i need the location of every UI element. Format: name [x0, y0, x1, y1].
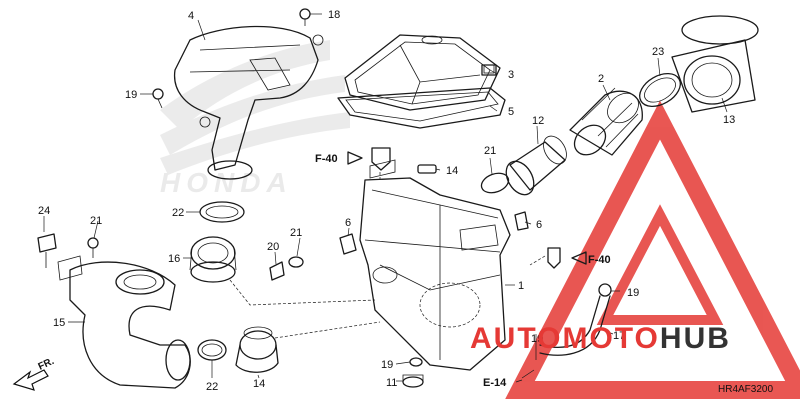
part-band-22: [199, 201, 245, 223]
part-clip-6-right: [514, 211, 529, 231]
watermark-hub: HUB: [660, 322, 731, 355]
part-band-21-upper: [480, 172, 510, 194]
callout-14: 17: [613, 330, 625, 342]
callout-19-left: 19: [125, 89, 137, 101]
honda-background-logo: HONDA: [160, 167, 293, 198]
part-band-21-lower: [197, 339, 227, 361]
part-intake-duct: [57, 255, 191, 389]
reference-labels: F-40 F-40 E-14: [315, 151, 611, 389]
callout-22: 22: [172, 207, 184, 219]
part-air-duct-cover: [173, 25, 324, 180]
watermark-triangle: [505, 100, 800, 399]
part-lid-seal: [337, 87, 506, 129]
part-clip-f40-right: [547, 247, 561, 269]
part-clip-f40: [371, 147, 391, 171]
part-tube-14: [539, 295, 611, 356]
callout-4: 5: [508, 106, 514, 118]
part-grommet-18: [288, 256, 304, 268]
part-bolt-19-top: [299, 8, 311, 26]
diagram-code: HR4AF3200: [718, 384, 773, 395]
callout-10: 14: [446, 165, 458, 177]
part-grommet-24: [37, 233, 57, 268]
part-clip-3: [481, 64, 497, 76]
part-pre-filter: [671, 15, 759, 113]
front-direction-marker: FR.: [12, 356, 56, 391]
callout-5: 4: [188, 10, 194, 22]
part-filter-element: [569, 87, 643, 156]
leader-lines: [43, 13, 728, 382]
svg-text:AUTOMOTOHUB: AUTOMOTOHUB: [470, 322, 731, 355]
part-connecting-tube: [505, 135, 567, 196]
watermark-auto: AUTO: [470, 322, 562, 355]
ref-f40-left: F-40: [315, 153, 338, 165]
callout-7: 11: [386, 377, 397, 389]
callout-12: 15: [53, 317, 65, 329]
part-band-23: [639, 72, 681, 108]
part-bolt-19-left: [152, 88, 164, 109]
callout-13: 16: [168, 253, 180, 265]
watermark-wordmark: AUTOMOTOHUB: [470, 322, 731, 355]
honda-wing-watermark: HONDA: [160, 40, 350, 198]
callout-15: 19: [627, 287, 639, 299]
part-clip-6-left: [339, 233, 357, 255]
ref-f40-left-arrow: [347, 151, 363, 165]
ref-e14: E-14: [483, 377, 507, 389]
part-joint-13: [189, 236, 237, 283]
part-cap-7: [402, 374, 424, 388]
callout-2: 2: [598, 73, 604, 85]
part-bolt-20: [87, 237, 99, 258]
part-joint-11: [235, 326, 279, 373]
part-clip-10: [417, 164, 437, 174]
callout-24: 24: [38, 205, 50, 217]
callout-6-left: 6: [345, 217, 351, 229]
callout-labels: 4 18 19 3 5 2 23 13 12 21 14 6 6 1 19 17…: [38, 9, 735, 393]
front-label: FR.: [37, 356, 56, 373]
callout-23: 23: [652, 46, 664, 58]
callout-11: 14: [253, 378, 265, 390]
callout-1: 1: [518, 280, 524, 292]
callout-8: 12: [532, 115, 544, 127]
callout-18: 21: [290, 227, 302, 239]
callout-16: 19: [381, 359, 393, 371]
callout-20: 21: [90, 215, 102, 227]
callout-17: 20: [267, 241, 279, 253]
callout-19-top: 18: [328, 9, 340, 21]
part-drain-17: [269, 261, 285, 281]
callout-21-upper: 21: [484, 145, 496, 157]
part-plug-16: [409, 357, 423, 367]
callout-21-lower: 22: [206, 381, 218, 393]
ref-f40-right: F-40: [588, 254, 611, 266]
callout-9: 13: [723, 114, 735, 126]
ref-f40-right-arrow: [571, 251, 587, 265]
watermark-moto: MOTO: [562, 322, 659, 355]
part-air-cleaner-case: [359, 159, 511, 371]
callout-3: 3: [508, 69, 514, 81]
callout-6-right: 6: [536, 219, 542, 231]
part-clip-15: [598, 283, 612, 297]
callout-15-lower: 19: [531, 333, 543, 345]
